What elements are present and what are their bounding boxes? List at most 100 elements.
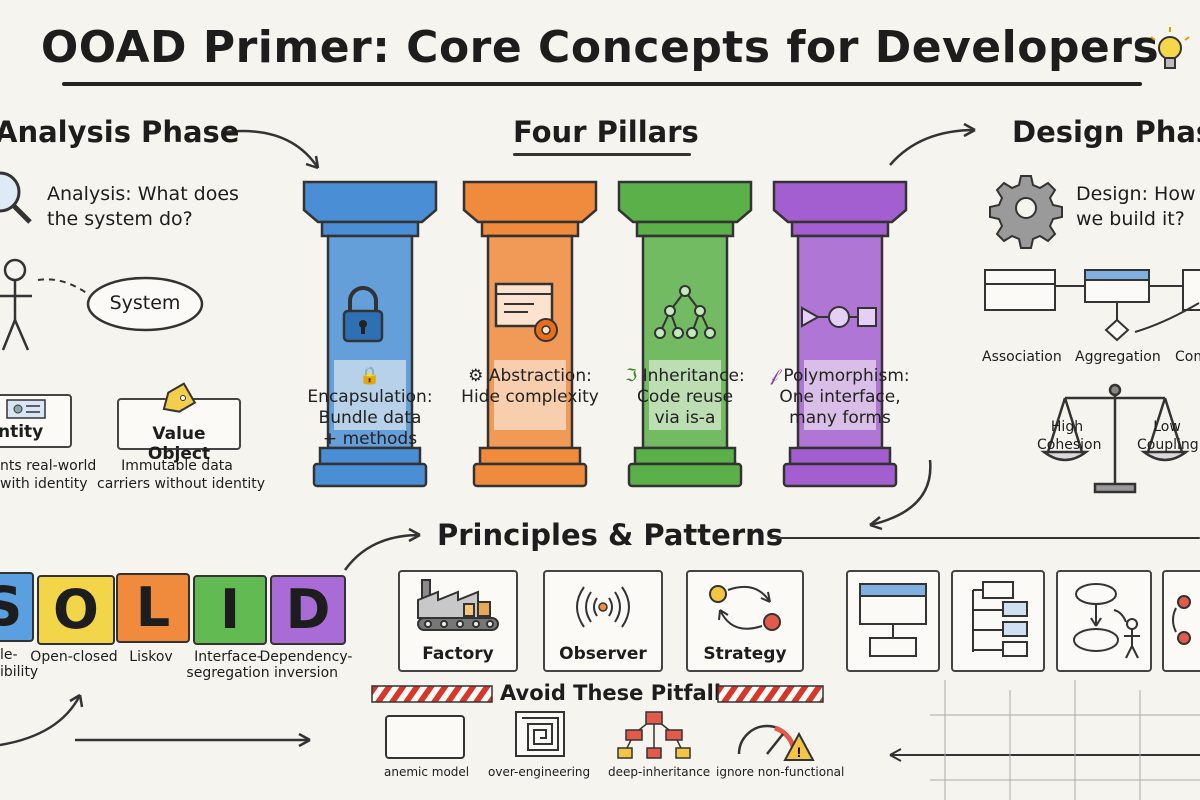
entity-desc-line2: with identity	[0, 476, 88, 492]
gear-small-icon: ⚙	[468, 366, 484, 386]
window-gear-icon	[494, 282, 564, 352]
pitfall-anemic-model: anemic model	[384, 765, 470, 779]
pillar-2-line2: Hide complexity	[461, 387, 599, 407]
solid-s-label-line2: ibility	[0, 664, 39, 680]
pillar-part	[478, 446, 582, 466]
inheritance-mark-icon: ℑ	[625, 366, 638, 386]
pillar-4-line2: One interface,	[779, 387, 901, 407]
shapes-icon	[800, 302, 880, 336]
lock-icon	[338, 285, 388, 349]
solid-block-s: S	[0, 572, 34, 642]
pillar-part	[649, 360, 721, 430]
pillar-part	[480, 220, 580, 238]
pattern-observer-label: Observer	[559, 644, 647, 664]
entity-desc-line1: nts real-world	[0, 458, 97, 474]
pillar-part	[462, 180, 598, 224]
gauge-warning-icon: !	[737, 724, 815, 761]
id-card-icon	[6, 399, 46, 423]
deep-tree-icon	[617, 711, 691, 759]
solid-letter-l: L	[135, 576, 171, 639]
pillar-part	[617, 180, 753, 224]
high-cohesion-label: High Cohesion	[1037, 419, 1102, 453]
uml-relationships-diagram	[984, 268, 1200, 352]
pillar-2-name: Abstraction:	[488, 366, 592, 386]
pattern-card-strategy: Strategy	[686, 570, 804, 672]
pillar-3-line3: via is-a	[654, 408, 716, 428]
lightbulb-icon	[1150, 27, 1190, 84]
pillar-4-line3: many forms	[789, 408, 891, 428]
value-object-label: Value Object	[147, 424, 211, 464]
squiggle-icon: 𝒻	[770, 366, 778, 386]
pillar-part	[318, 446, 422, 466]
principles-rule	[770, 537, 1200, 539]
entity-card: ntity	[0, 394, 72, 448]
pitfall-over-engineering: over-engineering	[488, 765, 591, 779]
magnifier-icon	[0, 170, 34, 230]
solid-letter-s: S	[0, 575, 23, 638]
tag-icon	[158, 382, 197, 420]
pillar-part	[633, 446, 737, 466]
pillar-1-name: Encapsulation:	[307, 387, 433, 407]
relation-aggregation: Aggregation	[1075, 349, 1161, 365]
solid-letter-d: D	[285, 578, 331, 641]
relation-association: Association	[982, 349, 1062, 365]
pillar-3-name: Inheritance:	[642, 366, 745, 386]
solid-letter-o: O	[53, 578, 99, 641]
pillar-part	[494, 360, 566, 430]
solid-o-label: Open-closed	[30, 649, 118, 665]
activity-diagram-icon	[1073, 583, 1140, 659]
hazard-stripe-right	[717, 685, 824, 703]
value-object-desc-line1: Immutable data	[121, 458, 233, 474]
analysis-question-line2: the system do?	[47, 208, 193, 230]
solid-block-l: L	[116, 573, 190, 643]
pillar-1-line3: + methods	[322, 429, 418, 449]
composite-tree-icon	[972, 581, 1028, 657]
pattern-card-activity	[1056, 570, 1152, 672]
solid-block-d: D	[270, 575, 346, 645]
hazard-stripe-left	[371, 685, 493, 703]
design-question-line2: we build it?	[1076, 208, 1185, 230]
low-coupling-label: Low Coupling	[1137, 419, 1199, 453]
pillar-part	[334, 360, 406, 430]
solid-letter-i: I	[219, 578, 241, 641]
signal-waves-icon	[573, 582, 633, 636]
pillar-part	[627, 462, 743, 488]
balance-scale-icon	[1040, 380, 1200, 504]
actor-stick-figure-icon	[0, 258, 100, 362]
pillar-part	[320, 220, 420, 238]
pitfall-deep-inheritance: deep-inheritance	[608, 765, 711, 779]
solid-d-label-line1: Dependency-	[259, 649, 353, 665]
solid-d-label-line2: inversion	[273, 665, 339, 681]
padlock-icon: 🔒	[359, 366, 381, 386]
pillar-part	[790, 220, 890, 238]
pillar-part	[472, 462, 588, 488]
principles-patterns-heading: Principles & Patterns	[437, 518, 784, 552]
pillar-part	[772, 180, 908, 224]
maze-icon	[515, 711, 565, 757]
system-use-case: System	[85, 275, 205, 333]
solid-i-label-line1: Interface-	[194, 649, 262, 665]
pillar-part	[804, 360, 876, 430]
ui-mockup-icon	[859, 583, 927, 657]
pillar-part	[302, 180, 438, 224]
cycle-icon	[1172, 595, 1191, 645]
entity-label: ntity	[0, 422, 44, 442]
pillar-polymorphism: 𝒻 Polymorphism: One interface, many form…	[770, 180, 910, 490]
title-underline	[62, 82, 1142, 86]
pattern-card-observer: Observer	[543, 570, 663, 672]
analysis-question-line1: Analysis: What does	[47, 183, 239, 205]
design-phase-heading: Design Phas	[1012, 115, 1200, 149]
solid-i-label-line2: segregation	[186, 665, 270, 681]
analysis-phase-heading: Analysis Phase	[0, 115, 240, 149]
pillar-1-line2: Bundle data	[318, 408, 422, 428]
svg-text:!: !	[797, 744, 802, 760]
anemic-model-icon	[385, 715, 465, 759]
pattern-strategy-label: Strategy	[703, 644, 787, 664]
pillar-part	[635, 220, 735, 238]
pattern-card-factory: Factory	[398, 570, 518, 672]
solid-block-o: O	[37, 575, 115, 645]
factory-icon	[414, 578, 504, 640]
value-object-desc-line2: carriers without identity	[97, 476, 266, 492]
pillar-4-name: Polymorphism:	[783, 366, 910, 386]
